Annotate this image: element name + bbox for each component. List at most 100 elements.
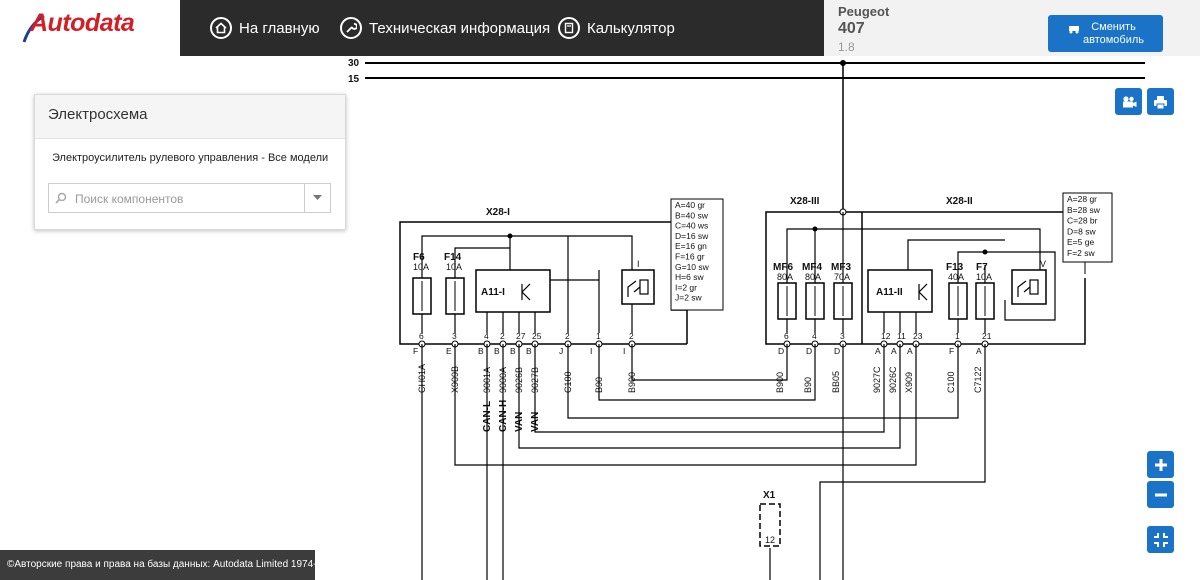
- rail-15-label: 15: [348, 74, 360, 85]
- module-a11-i-label: A11-I: [481, 287, 505, 298]
- fit-screen-icon: [1153, 532, 1168, 547]
- print-button[interactable]: [1147, 88, 1174, 115]
- wire-letter: D: [806, 346, 812, 356]
- rail-30-label: 30: [348, 58, 360, 69]
- wire-code: 9027C: [872, 366, 882, 393]
- nav-home-label: На главную: [239, 19, 320, 37]
- pin-number: 2: [565, 331, 570, 341]
- fuse-mf3-label: MF3: [831, 262, 851, 273]
- x1-pin: 12: [765, 535, 775, 545]
- minus-icon: [1154, 493, 1167, 496]
- nav-home[interactable]: На главную: [210, 0, 320, 56]
- pin-number: 2: [629, 331, 634, 341]
- vehicle-engine: 1.8: [838, 40, 855, 54]
- wire-letter: J: [559, 346, 563, 356]
- fuse-mf4-label: MF4: [802, 262, 822, 273]
- connector-x28-ii: X28-II: [946, 196, 973, 207]
- search-dropdown-toggle[interactable]: [304, 184, 330, 212]
- wire-letter: A: [891, 346, 897, 356]
- home-icon: [210, 17, 232, 39]
- wire-letter: A: [875, 346, 881, 356]
- pin-number: 2: [500, 331, 505, 341]
- logo[interactable]: Autodata: [0, 0, 180, 56]
- print-icon: [1154, 95, 1167, 109]
- relay-left-label: I: [637, 259, 640, 269]
- search-input[interactable]: [73, 188, 302, 210]
- wire-code: BB05: [831, 371, 841, 393]
- zoom-in-button[interactable]: [1147, 451, 1174, 478]
- pin-number: 27: [516, 331, 526, 341]
- legend-left-entry: I=2 gr: [675, 282, 697, 292]
- legend-left-entry: B=40 sw: [675, 210, 709, 220]
- zoom-out-button[interactable]: [1147, 481, 1174, 508]
- wire-letter: B: [478, 346, 484, 356]
- legend-right-entry: A=28 gr: [1067, 194, 1097, 204]
- search-icon: [55, 192, 67, 204]
- fuse-f14-rating: 10A: [446, 262, 462, 272]
- fuse-f13-label: F13: [946, 262, 964, 273]
- legend-left-entry: H=6 sw: [675, 272, 704, 282]
- camera-button[interactable]: [1115, 88, 1142, 115]
- nav-technical-info-label: Техническая информация: [369, 19, 551, 37]
- wire-letter: D: [778, 346, 784, 356]
- wire-letter: I: [590, 346, 592, 356]
- wire-letter: B: [526, 346, 532, 356]
- wire-code: C7122: [973, 366, 983, 393]
- legend-left-entry: A=40 gr: [675, 200, 705, 210]
- fuse-f6-rating: 10A: [413, 262, 429, 272]
- app-header: Autodata На главную Техническая информац…: [0, 0, 1200, 56]
- component-search[interactable]: [48, 183, 331, 213]
- fuse-f13-rating: 40A: [948, 272, 964, 282]
- legend-right-entry: E=5 ge: [1067, 237, 1094, 247]
- fit-screen-button[interactable]: [1147, 526, 1174, 553]
- connector-x28-iii: X28-III: [790, 196, 820, 207]
- wire-letter: D: [834, 346, 840, 356]
- wire-code: X909: [904, 372, 914, 393]
- vehicle-model: 407: [838, 20, 865, 37]
- legend-left-entry: C=40 ws: [675, 221, 708, 231]
- pin-number: 4: [812, 331, 817, 341]
- legend-left-entry: G=10 sw: [675, 262, 710, 272]
- nav-calculator-label: Калькулятор: [587, 19, 675, 37]
- pin-number: 11: [897, 331, 906, 341]
- pin-number: 23: [913, 331, 923, 341]
- legend-left-entry: F=16 gr: [675, 252, 705, 262]
- fuse-f6-label: F6: [413, 252, 425, 263]
- chevron-down-icon: [313, 195, 322, 200]
- wire-code: C100: [946, 371, 956, 393]
- fuse-f7-rating: 10A: [976, 272, 992, 282]
- legend-right-entry: F=2 sw: [1067, 248, 1095, 258]
- pin-number: 21: [982, 331, 992, 341]
- wire-letter: A: [976, 346, 982, 356]
- nav-technical-info[interactable]: Техническая информация: [340, 0, 550, 56]
- pin-number: 4: [484, 331, 489, 341]
- connector-x28-i: X28-I: [486, 207, 510, 218]
- fuse-mf6-rating: 80A: [777, 272, 793, 282]
- fuse-f14-label: F14: [444, 252, 462, 263]
- change-vehicle-button[interactable]: Сменить автомобиль: [1048, 15, 1163, 52]
- wire-letter: E: [446, 346, 452, 356]
- logo-text: Autodata: [30, 9, 135, 37]
- legend-right-entry: C=28 br: [1067, 216, 1098, 226]
- camera-icon: [1122, 95, 1136, 107]
- pin-number: 12: [881, 331, 891, 341]
- legend-left-entry: E=16 gn: [675, 241, 707, 251]
- car-swap-icon: [1069, 26, 1079, 34]
- module-a11-ii-label: A11-II: [876, 287, 903, 298]
- vehicle-make: Peugeot: [838, 4, 890, 19]
- calculator-icon: [558, 17, 580, 39]
- wire-letter: F: [949, 346, 954, 356]
- panel-title: Электросхема: [35, 95, 345, 139]
- pin-number: 3: [840, 331, 845, 341]
- nav-calculator[interactable]: Калькулятор: [558, 0, 675, 56]
- wire-code: B900: [627, 372, 637, 393]
- pin-number: 1: [955, 331, 960, 341]
- wrench-icon: [340, 17, 362, 39]
- fuse-f7-label: F7: [976, 262, 988, 273]
- wire-letter: B: [494, 346, 500, 356]
- pin-number: 6: [419, 331, 424, 341]
- wire-code: 9026C: [888, 366, 898, 393]
- wire-code: B900: [775, 372, 785, 393]
- wire-letter: F: [413, 346, 418, 356]
- copyright-bar: ©Авторские права и права на базы данных:…: [0, 550, 342, 580]
